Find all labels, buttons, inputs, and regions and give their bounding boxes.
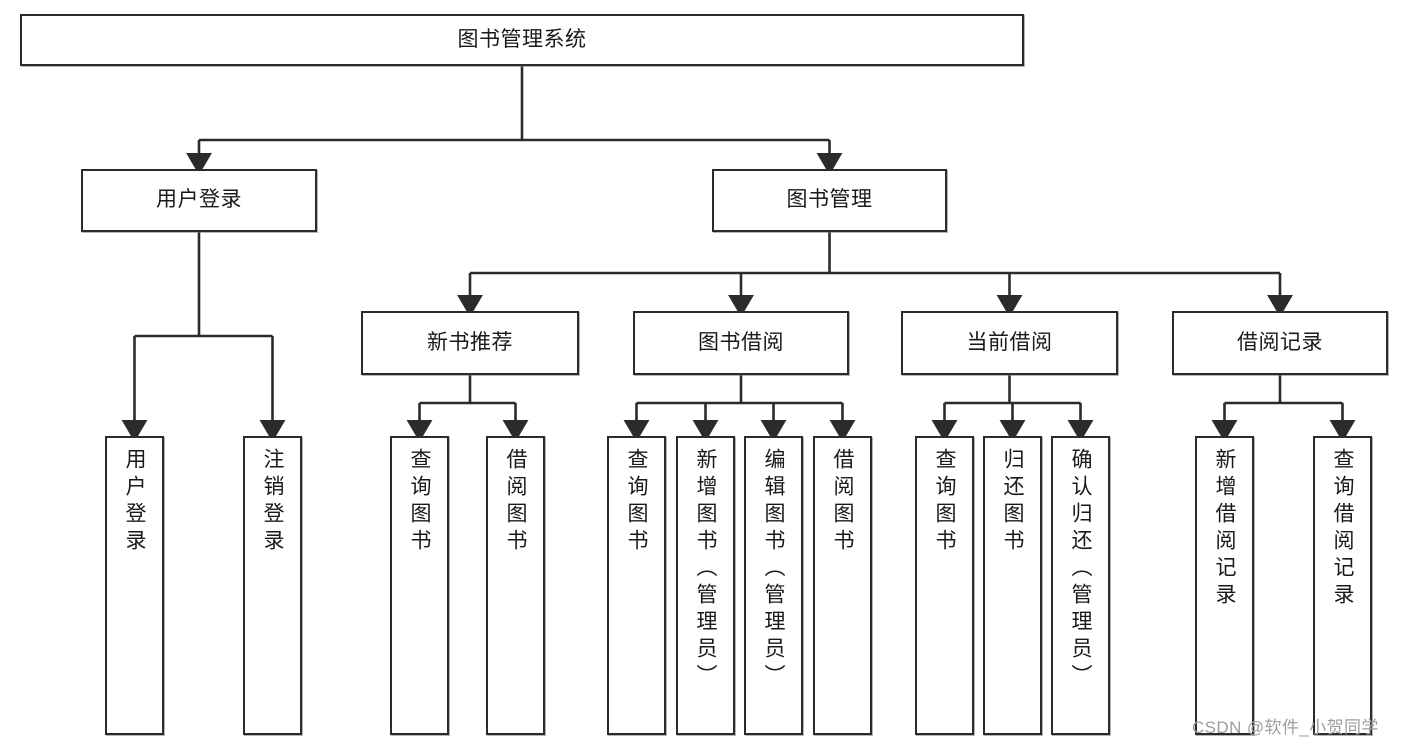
- node-label: 编辑图书（管理员）: [762, 448, 785, 691]
- node-label: 当前借阅: [966, 330, 1053, 354]
- node-label: 新增借阅记录: [1213, 448, 1236, 610]
- node-label: 用户登录: [123, 448, 146, 556]
- node-label: 查询图书: [933, 448, 956, 556]
- node-cb-query-book[interactable]: 查询图书: [915, 436, 974, 735]
- node-user-logout-leaf[interactable]: 注销登录: [243, 436, 302, 735]
- node-label: 注销登录: [261, 448, 284, 556]
- node-label: 图书管理系统: [457, 27, 587, 51]
- node-cb-return-book[interactable]: 归还图书: [983, 436, 1042, 735]
- node-label: 借阅图书: [504, 448, 527, 556]
- node-root[interactable]: 图书管理系统: [20, 14, 1024, 66]
- node-bb-add-book[interactable]: 新增图书（管理员）: [676, 436, 735, 735]
- node-user-login-leaf[interactable]: 用户登录: [105, 436, 164, 735]
- node-new-book-recommend[interactable]: 新书推荐: [361, 311, 579, 375]
- node-nbr-query-book[interactable]: 查询图书: [390, 436, 449, 735]
- node-label: 新增图书（管理员）: [694, 448, 717, 691]
- node-label: 新书推荐: [427, 330, 513, 354]
- connector-lines: [121, 66, 1356, 442]
- node-label: 查询图书: [625, 448, 648, 556]
- node-borrow-record[interactable]: 借阅记录: [1172, 311, 1388, 375]
- node-nbr-borrow-book[interactable]: 借阅图书: [486, 436, 545, 735]
- node-cb-confirm-return[interactable]: 确认归还（管理员）: [1051, 436, 1110, 735]
- node-bb-query-book[interactable]: 查询图书: [607, 436, 666, 735]
- node-label: 借阅记录: [1237, 330, 1323, 354]
- node-label: 用户登录: [156, 188, 242, 212]
- node-label: 借阅图书: [831, 448, 854, 556]
- node-label: 图书借阅: [698, 330, 784, 354]
- node-book-borrow[interactable]: 图书借阅: [633, 311, 849, 375]
- csdn-watermark: CSDN @软件_小贺同学: [1192, 718, 1379, 737]
- node-user-login[interactable]: 用户登录: [81, 169, 317, 232]
- node-current-borrow[interactable]: 当前借阅: [901, 311, 1118, 375]
- node-label: 归还图书: [1001, 448, 1024, 556]
- node-br-query-record[interactable]: 查询借阅记录: [1313, 436, 1372, 735]
- node-label: 查询借阅记录: [1331, 448, 1354, 610]
- node-br-add-record[interactable]: 新增借阅记录: [1195, 436, 1254, 735]
- node-bb-edit-book[interactable]: 编辑图书（管理员）: [744, 436, 803, 735]
- node-label: 查询图书: [408, 448, 431, 556]
- node-bb-borrow-book[interactable]: 借阅图书: [813, 436, 872, 735]
- node-label: 确认归还（管理员）: [1069, 448, 1092, 691]
- node-label: 图书管理: [786, 188, 873, 212]
- node-book-management[interactable]: 图书管理: [712, 169, 947, 232]
